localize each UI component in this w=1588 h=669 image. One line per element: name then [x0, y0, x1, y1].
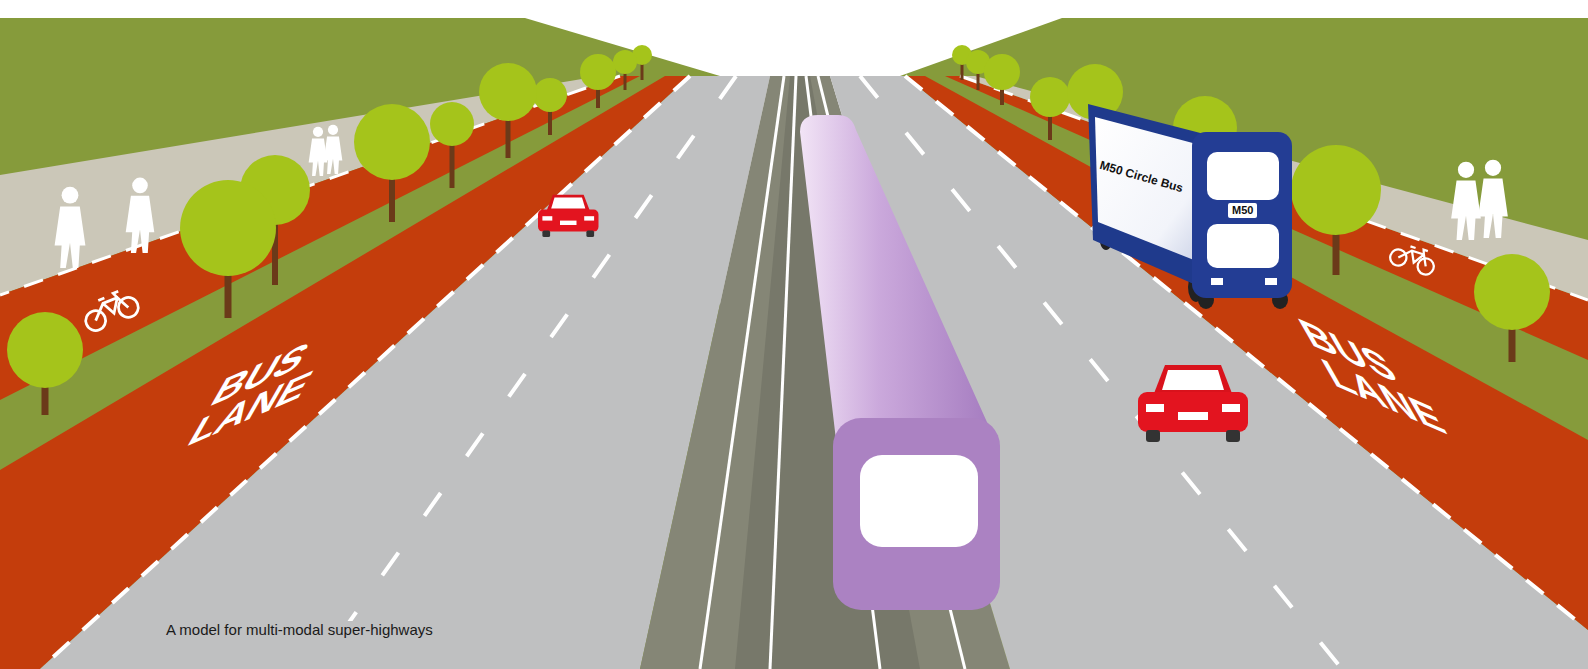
body	[55, 206, 86, 268]
lane-marking: BUS LANE	[1291, 311, 1452, 441]
tree-canopy	[613, 50, 637, 74]
rail-line	[770, 76, 796, 669]
bus-side-text: M50 Circle Bus	[1098, 158, 1185, 195]
head	[328, 125, 338, 135]
pedestrian	[309, 127, 328, 176]
body	[324, 137, 343, 174]
head	[313, 127, 323, 137]
tree-canopies	[7, 45, 652, 388]
body	[126, 196, 155, 253]
pedestrian	[126, 178, 155, 253]
car-light	[1222, 404, 1240, 412]
car	[1138, 365, 1248, 442]
wheel	[83, 308, 109, 334]
bus-lane	[905, 76, 1588, 630]
bus-window	[1207, 224, 1279, 268]
tree-trunks	[45, 55, 642, 415]
bus-side-panel	[1095, 117, 1204, 264]
caption: A model for multi-modal super-highways	[163, 621, 436, 639]
body	[1451, 181, 1481, 240]
frame	[1398, 243, 1430, 266]
car-roof	[546, 195, 590, 212]
tree-canopy	[1030, 77, 1070, 117]
car-body	[538, 210, 599, 232]
tram	[800, 115, 1000, 610]
lane-marking: BUS LANE	[181, 323, 342, 453]
lane-edge	[905, 76, 1588, 630]
tree-canopy	[430, 102, 474, 146]
car-window	[1162, 370, 1224, 390]
car-roof	[1153, 365, 1233, 396]
car-light	[542, 216, 552, 220]
car-window	[551, 198, 585, 209]
route-number: M50	[1228, 203, 1257, 218]
frame	[89, 290, 129, 321]
head	[132, 178, 148, 194]
tree-canopy	[180, 180, 276, 276]
bus-light	[1265, 278, 1277, 285]
tree-canopy	[354, 104, 430, 180]
lane-edge	[40, 76, 690, 669]
car-body	[1138, 392, 1248, 432]
car	[538, 195, 599, 237]
wheel	[1388, 247, 1408, 267]
car-wheel	[542, 231, 550, 238]
tree-canopy	[580, 54, 616, 90]
cycle-symbol	[1388, 240, 1438, 276]
pedestrian	[324, 125, 343, 174]
tree-canopy	[1291, 145, 1381, 235]
car-light	[1146, 404, 1164, 412]
pedestrian	[1478, 160, 1508, 238]
tree-canopy	[479, 63, 537, 121]
car-plate	[1178, 412, 1208, 420]
body	[1478, 179, 1508, 238]
tram-front	[833, 418, 1000, 610]
pedestrian	[1451, 162, 1481, 240]
car-light	[584, 216, 594, 220]
cycle-symbol	[79, 286, 141, 333]
lane-divider	[316, 76, 736, 669]
rail-line	[700, 76, 784, 669]
head	[1485, 160, 1501, 176]
tram-window	[860, 455, 978, 547]
tree-trunks	[962, 55, 1512, 362]
tree-canopy	[984, 54, 1020, 90]
cycle-lane	[945, 76, 1588, 360]
car-wheel	[1226, 430, 1240, 442]
tree-canopy	[1474, 254, 1550, 330]
head	[62, 187, 79, 204]
car-plate	[560, 221, 577, 225]
tree-canopy	[533, 78, 567, 112]
tree-canopy	[7, 312, 83, 388]
pedestrian	[55, 187, 86, 268]
tree-canopies	[952, 45, 1550, 330]
car-wheel	[586, 231, 594, 238]
head	[1458, 162, 1474, 178]
bus-window	[1207, 152, 1279, 200]
tram-body	[800, 115, 995, 440]
car-wheel	[1146, 430, 1160, 442]
bus-light	[1211, 278, 1223, 285]
bus	[1088, 104, 1292, 309]
bus-front	[1192, 132, 1292, 298]
